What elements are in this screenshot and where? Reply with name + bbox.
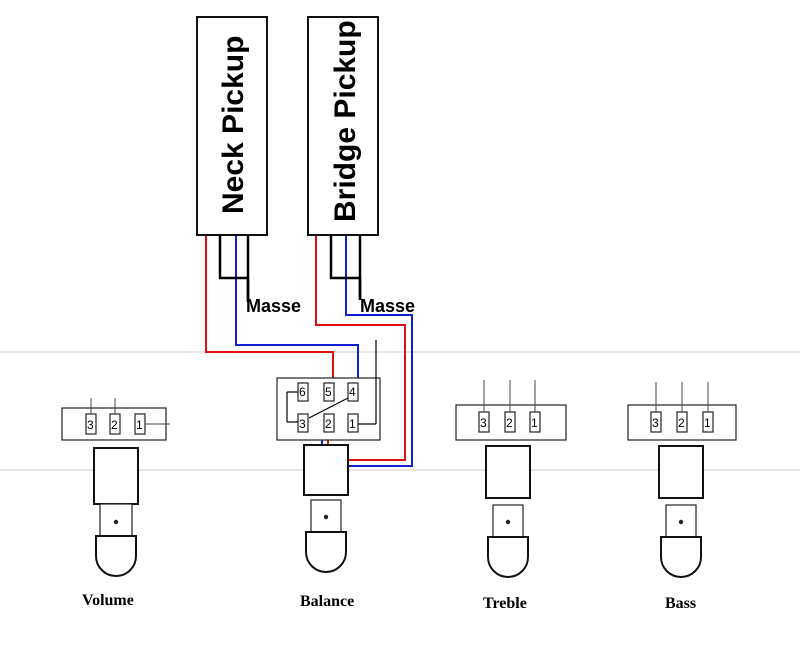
treble-lug-3-label: 3 [480,416,487,430]
neck-pickup: Neck Pickup [196,16,268,236]
balance-lug-3 [297,413,309,433]
treble-pot-shaft [485,445,531,499]
neck-pickup-body [196,16,268,236]
volume-lug-3-label: 3 [87,418,94,432]
neck-hot-wire [205,236,334,385]
volume-knob [95,535,137,577]
neck-ground-wire [218,236,250,302]
volume-label: Volume [82,592,134,609]
bass-lug-3-label: 3 [652,416,659,430]
neck-cold-wire [235,236,359,385]
bass-lug-2-label: 2 [678,416,685,430]
treble-label: Treble [483,595,527,612]
balance-lug-4-label: 4 [349,385,356,399]
balance-label: Balance [300,593,354,610]
balance-lug-5-label: 5 [325,385,332,399]
bass-knob [660,536,702,578]
bass-label: Bass [665,595,696,612]
balance-lug-2 [323,413,335,433]
neck-pickup-wires [205,236,359,385]
treble-lug-1-label: 1 [531,416,538,430]
balance-lug-4 [347,382,359,402]
treble-knob [487,536,529,578]
treble-lug-2-label: 2 [506,416,513,430]
treble-pot: 3 2 1 Treble [455,380,567,612]
bridge-pickup-body [307,16,379,236]
volume-lug-1-label: 1 [136,418,143,432]
balance-lug-5 [323,382,335,402]
balance-pot: 6 5 4 3 2 1 Balance [276,340,381,610]
bridge-pickup-label: Bridge Pickup [329,20,362,222]
neck-ground-label: Masse [246,296,301,316]
volume-lug-2-label: 2 [111,418,118,432]
volume-pot-shaft [93,447,139,505]
bass-pot-shaft [658,445,704,499]
balance-knob [305,531,347,573]
bridge-ground-label: Masse [360,296,415,316]
balance-lug-3-label: 3 [299,417,306,431]
volume-pot: 3 2 1 Volume [61,398,170,609]
balance-lug-1-label: 1 [349,417,356,431]
neck-pickup-label: Neck Pickup [217,36,250,214]
bass-lug-1-label: 1 [704,416,711,430]
bass-pot: 3 2 1 Bass [627,382,737,612]
balance-pot-shaft [303,444,349,496]
balance-lug-6-label: 6 [299,385,306,399]
bridge-pickup: Bridge Pickup [307,16,379,236]
balance-lug-2-label: 2 [325,417,332,431]
balance-lug-1 [347,413,359,433]
